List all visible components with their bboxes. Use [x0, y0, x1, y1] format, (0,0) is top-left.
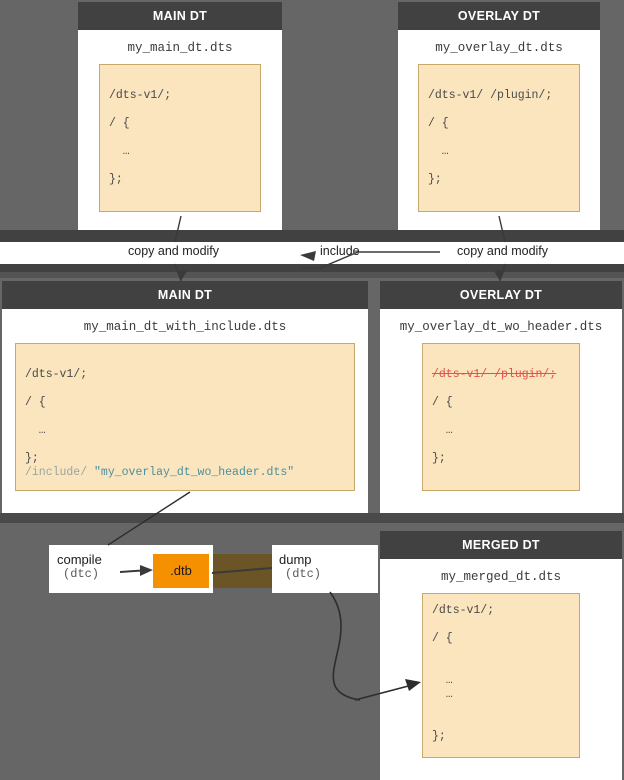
- code-line: …: [428, 145, 449, 158]
- code-line: / {: [25, 396, 46, 409]
- panel-top-overlay-dt: OVERLAY DT my_overlay_dt.dts /dts-v1/ /p…: [398, 2, 600, 230]
- panel-merged-dt: MERGED DT my_merged_dt.dts /dts-v1/; / { …: [380, 531, 622, 780]
- filename-my-overlay-dt-wo-header: my_overlay_dt_wo_header.dts: [399, 320, 603, 334]
- panel-mid-overlay-dt: OVERLAY DT my_overlay_dt_wo_header.dts /…: [380, 281, 622, 513]
- panel-body-mid-main: my_main_dt_with_include.dts /dts-v1/; / {…: [2, 309, 368, 513]
- panel-header-merged-dt: MERGED DT: [380, 531, 622, 559]
- code-line: / {: [428, 117, 449, 130]
- panel-header-overlay-dt-wo-header: OVERLAY DT: [380, 281, 622, 309]
- code-line: …: [432, 674, 453, 687]
- compile-tool-label: (dtc): [63, 567, 100, 581]
- panel-header-main-dt: MAIN DT: [78, 2, 282, 30]
- separator-band-mid: [0, 264, 624, 272]
- separator-band-top: [0, 230, 624, 242]
- filename-my-main-dt: my_main_dt.dts: [127, 41, 233, 55]
- compile-label: compile: [57, 552, 102, 567]
- code-line: };: [432, 452, 446, 465]
- panel-body-top-main: my_main_dt.dts /dts-v1/; / { …};: [78, 30, 282, 230]
- dump-tool-label: (dtc): [285, 567, 322, 581]
- code-block-mid-overlay: /dts-v1/ /plugin/; / { …};: [422, 343, 580, 491]
- dump-step-box: dump (dtc): [272, 545, 378, 593]
- code-line-include: /include/ "my_overlay_dt_wo_header.dts": [25, 466, 345, 480]
- code-line: …: [109, 145, 130, 158]
- code-line: / {: [109, 117, 130, 130]
- panel-body-merged: my_merged_dt.dts /dts-v1/; / { … …};: [380, 559, 622, 780]
- panel-body-mid-overlay: my_overlay_dt_wo_header.dts /dts-v1/ /pl…: [380, 309, 622, 513]
- code-line: …: [432, 688, 453, 701]
- panel-header-main-dt-include: MAIN DT: [2, 281, 368, 309]
- code-line: };: [428, 173, 442, 186]
- separator-band-lower: [0, 513, 624, 523]
- panel-header-overlay-dt: OVERLAY DT: [398, 2, 600, 30]
- code-block-merged: /dts-v1/; / { … …};: [422, 593, 580, 758]
- separator-band-mid2: [0, 272, 624, 278]
- panel-top-main-dt: MAIN DT my_main_dt.dts /dts-v1/; / { …};: [78, 2, 282, 230]
- dtb-artifact-box: .dtb: [153, 554, 209, 588]
- code-line: / {: [432, 396, 453, 409]
- code-line-struck: /dts-v1/ /plugin/;: [432, 368, 557, 381]
- code-block-top-overlay: /dts-v1/ /plugin/; / { …};: [418, 64, 580, 212]
- panel-mid-main-dt: MAIN DT my_main_dt_with_include.dts /dts…: [2, 281, 368, 513]
- label-copy-and-modify-right: copy and modify: [457, 244, 549, 258]
- panel-body-top-overlay: my_overlay_dt.dts /dts-v1/ /plugin/; / { …: [398, 30, 600, 230]
- code-line: /dts-v1/ /plugin/;: [428, 89, 553, 102]
- label-include: include: [320, 244, 360, 258]
- code-line: / {: [432, 632, 453, 645]
- label-copy-and-modify-left: copy and modify: [128, 244, 220, 258]
- filename-my-main-dt-with-include: my_main_dt_with_include.dts: [83, 320, 287, 334]
- code-line: /dts-v1/;: [25, 368, 88, 381]
- code-line: };: [25, 452, 39, 465]
- code-line: /dts-v1/;: [432, 604, 495, 617]
- code-block-mid-main: /dts-v1/; / { …};/include/ "my_overlay_dt…: [15, 343, 355, 491]
- filename-my-overlay-dt: my_overlay_dt.dts: [435, 41, 563, 55]
- compile-step-box: compile (dtc): [49, 545, 213, 593]
- filename-my-merged-dt: my_merged_dt.dts: [440, 570, 562, 584]
- code-line: };: [109, 173, 123, 186]
- dump-label: dump: [279, 552, 312, 567]
- include-target: "my_overlay_dt_wo_header.dts": [94, 466, 295, 479]
- include-keyword: /include/: [25, 466, 88, 479]
- code-line: …: [432, 424, 453, 437]
- line-dump-to-merged-curve: [329, 591, 361, 701]
- code-line: };: [432, 730, 446, 743]
- code-block-top-main: /dts-v1/; / { …};: [99, 64, 261, 212]
- code-line: …: [25, 424, 46, 437]
- code-line: /dts-v1/;: [109, 89, 172, 102]
